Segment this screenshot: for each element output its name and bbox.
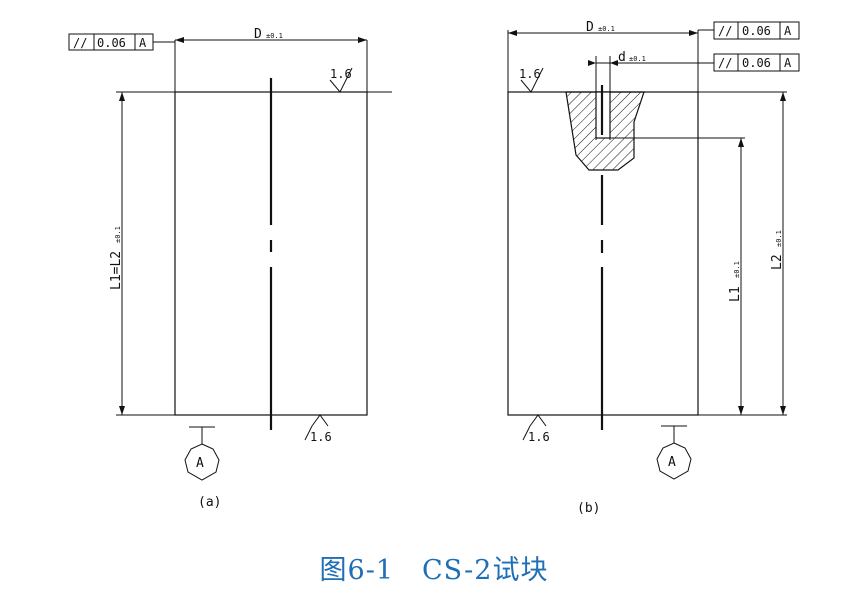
diameter-dimension-a: D ±0.1	[175, 27, 367, 43]
parallelism-frame-b-hole: // 0.06 A	[713, 53, 800, 72]
surface-top-a-value: 1.6	[330, 67, 352, 81]
view-b: D ±0.1 // 0.06 A d ±0.1	[507, 20, 800, 516]
parallelism-symbol-a: //	[73, 36, 87, 50]
surface-finish-bottom-a: 1.6	[304, 414, 332, 444]
length-dimension-a: L1=L2 ±0.1	[109, 92, 125, 415]
parallelism-datum-b-hole: A	[784, 56, 792, 70]
surface-bottom-b-value: 1.6	[528, 430, 550, 444]
parallelism-symbol-b-hole: //	[718, 56, 732, 70]
parallelism-datum-b-top: A	[784, 24, 792, 38]
hole-label-b: d	[618, 50, 626, 65]
diameter-label-b: D	[586, 20, 594, 35]
diameter-label-a: D	[254, 27, 262, 42]
parallelism-symbol-b-top: //	[718, 24, 732, 38]
surface-finish-top-a: 1.6	[329, 67, 353, 93]
hatched-section-b	[565, 91, 645, 171]
hole-tol-b: ±0.1	[629, 55, 646, 63]
datum-symbol-b: A	[656, 425, 692, 480]
l1-dimension-b: L1 ±0.1	[610, 137, 745, 415]
diameter-tol-a: ±0.1	[266, 32, 283, 40]
parallelism-value-b-top: 0.06	[742, 24, 771, 38]
length-tol-a: ±0.1	[114, 226, 122, 243]
sublabel-a: (a)	[198, 495, 221, 510]
technical-drawing: D ±0.1 // 0.06 A L1=L2 ±0.1	[68, 20, 800, 516]
surface-finish-bottom-b: 1.6	[522, 414, 550, 444]
diameter-dimension-b: D ±0.1	[508, 20, 698, 36]
view-a: D ±0.1 // 0.06 A L1=L2 ±0.1	[68, 27, 392, 510]
parallelism-value-b-hole: 0.06	[742, 56, 771, 70]
l1-label-b: L1	[728, 286, 743, 302]
datum-symbol-a: A	[184, 426, 220, 481]
l1-tol-b: ±0.1	[733, 261, 741, 278]
l2-tol-b: ±0.1	[775, 230, 783, 247]
figure-caption: 图6-1 CS-2试块	[0, 548, 868, 587]
parallelism-value-a: 0.06	[97, 36, 126, 50]
l2-dimension-b: L2 ±0.1	[770, 92, 786, 415]
parallelism-datum-a: A	[139, 36, 147, 50]
length-label-a: L1=L2	[109, 251, 124, 290]
surface-bottom-a-value: 1.6	[310, 430, 332, 444]
surface-top-b-value: 1.6	[519, 67, 541, 81]
datum-letter-b: A	[668, 455, 676, 470]
diameter-tol-b: ±0.1	[598, 25, 615, 33]
parallelism-frame-a: // 0.06 A	[68, 33, 175, 51]
caption-text: 图6-1 CS-2试块	[319, 555, 549, 586]
parallelism-frame-b-top: // 0.06 A	[698, 21, 800, 40]
l2-label-b: L2	[770, 254, 785, 270]
sublabel-b: (b)	[577, 501, 600, 516]
datum-letter-a: A	[196, 456, 204, 471]
surface-finish-top-b: 1.6	[519, 67, 544, 93]
